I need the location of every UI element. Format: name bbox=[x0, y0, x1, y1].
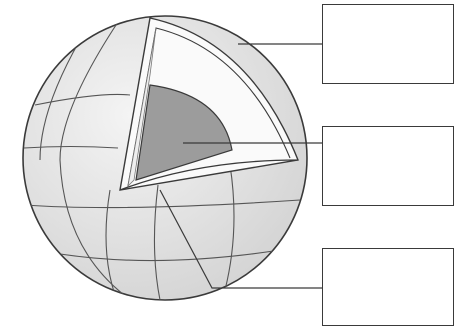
label-box-core[interactable] bbox=[322, 126, 454, 206]
label-box-crust[interactable] bbox=[322, 4, 454, 84]
label-box-mantle[interactable] bbox=[322, 248, 454, 326]
